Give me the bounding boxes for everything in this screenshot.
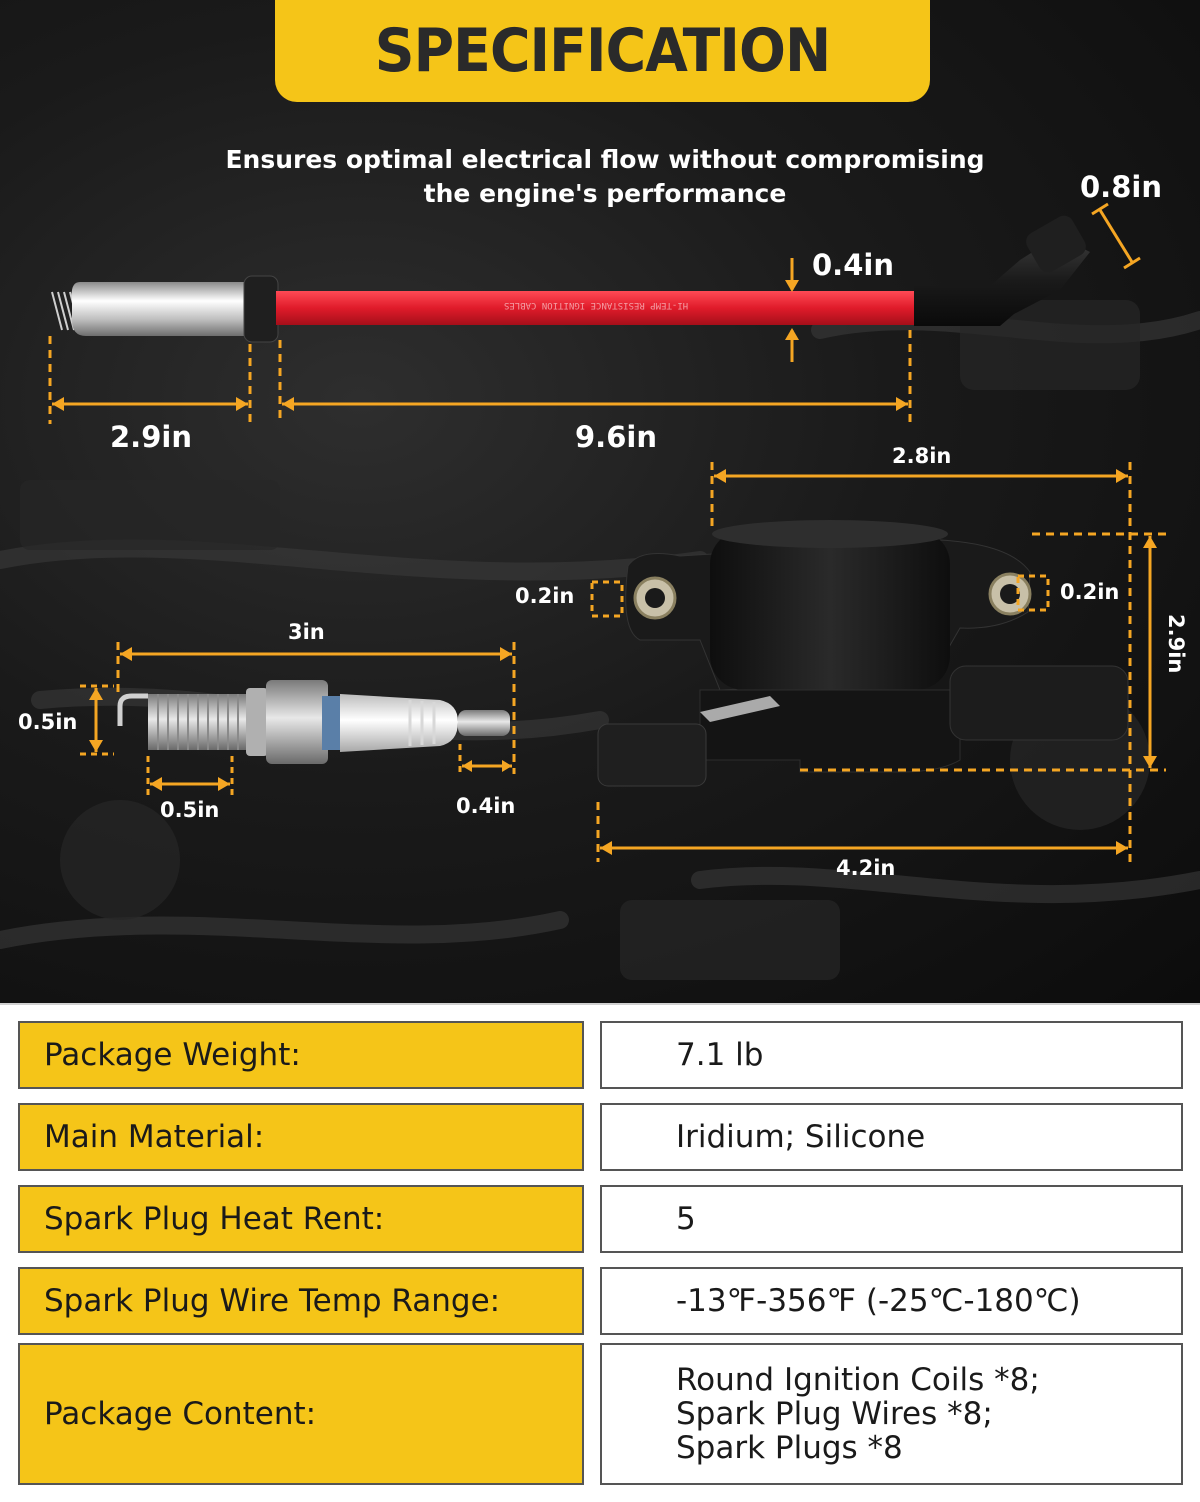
wire-arrowheads <box>52 280 908 411</box>
spring-icon <box>51 291 81 331</box>
spec-row-temp-range: Spark Plug Wire Temp Range: -13℉-356℉ (-… <box>18 1267 1183 1335</box>
dim-plug-terminal: 0.4in <box>456 794 516 818</box>
spec-label: Spark Plug Wire Temp Range: <box>18 1267 584 1335</box>
dim-coil-right-hole: 0.2in <box>1060 580 1120 604</box>
banner-title: SPECIFICATION <box>374 16 831 86</box>
spec-label: Package Weight: <box>18 1021 584 1089</box>
dim-coil-top-width: 2.8in <box>892 444 952 468</box>
spec-label: Main Material: <box>18 1103 584 1171</box>
cable-print: HI-TEMP RESISTANCE IGNITION CABLES <box>504 300 688 310</box>
tagline: Ensures optimal electrical flow without … <box>200 143 1010 211</box>
product-diagram-area: SPECIFICATION Ensures optimal electrical… <box>0 0 1200 1003</box>
spark-plug-illustration <box>80 642 516 796</box>
dim-coil-bottom-width: 4.2in <box>836 856 896 880</box>
spec-row-material: Main Material: Iridium; Silicone <box>18 1103 1183 1171</box>
coil-connector <box>597 723 707 787</box>
spec-row-weight: Package Weight: 7.1 lb <box>18 1021 1183 1089</box>
spec-row-heat-range: Spark Plug Heat Rent: 5 <box>18 1185 1183 1253</box>
plug-ceramic <box>340 694 458 752</box>
spec-value: Round Ignition Coils *8; Spark Plug Wire… <box>600 1343 1183 1485</box>
spec-value: -13℉-356℉ (-25℃-180℃) <box>600 1267 1183 1335</box>
dim-boot-length: 2.9in <box>110 420 192 454</box>
red-wire <box>276 291 918 325</box>
coil-dimension-lines <box>590 462 1166 862</box>
wire-terminal-boot <box>71 282 249 336</box>
spec-value: 7.1 lb <box>600 1021 1183 1089</box>
dim-plug-thread-length: 0.5in <box>160 798 220 822</box>
plug-ribs <box>408 700 436 746</box>
dim-wire-diameter: 0.4in <box>812 248 894 282</box>
spec-label: Package Content: <box>18 1343 584 1485</box>
title-banner: SPECIFICATION <box>275 0 930 102</box>
spec-value: Iridium; Silicone <box>600 1103 1183 1171</box>
plug-hex <box>266 680 328 764</box>
tagline-line-2: the engine's performance <box>423 179 787 208</box>
dim-plug-length: 3in <box>288 620 325 644</box>
spec-value: 5 <box>600 1185 1183 1253</box>
package-content-line: Spark Plug Wires *8; <box>676 1396 993 1432</box>
plug-terminal <box>458 710 510 736</box>
coil-illustration <box>590 462 1166 862</box>
spec-table: Package Weight: 7.1 lb Main Material: Ir… <box>0 1003 1200 1502</box>
wire-dimension-lines <box>48 202 1141 424</box>
dim-end-boot: 0.8in <box>1080 170 1162 204</box>
coil-body <box>710 530 950 690</box>
spec-row-package-content: Package Content: Round Ignition Coils *8… <box>18 1343 1183 1485</box>
dim-coil-left-hole: 0.2in <box>515 584 575 608</box>
wire-illustration: HI-TEMP RESISTANCE IGNITION CABLES <box>48 202 1141 424</box>
spec-label: Spark Plug Heat Rent: <box>18 1185 584 1253</box>
coil-arrowheads <box>600 469 1157 855</box>
plug-arrowheads <box>89 647 512 791</box>
plug-ground-electrode <box>117 693 148 726</box>
engine-background <box>0 300 1200 980</box>
tagline-line-1: Ensures optimal electrical flow without … <box>225 145 985 174</box>
dim-plug-gap-height: 0.5in <box>18 710 78 734</box>
package-content-line: Round Ignition Coils *8; <box>676 1362 1040 1398</box>
coil-tower <box>949 665 1129 741</box>
plug-gasket <box>246 688 268 756</box>
dim-wire-length: 9.6in <box>575 420 657 454</box>
package-content-line: Spark Plugs *8 <box>676 1430 903 1466</box>
plug-thread-lines <box>157 694 239 750</box>
